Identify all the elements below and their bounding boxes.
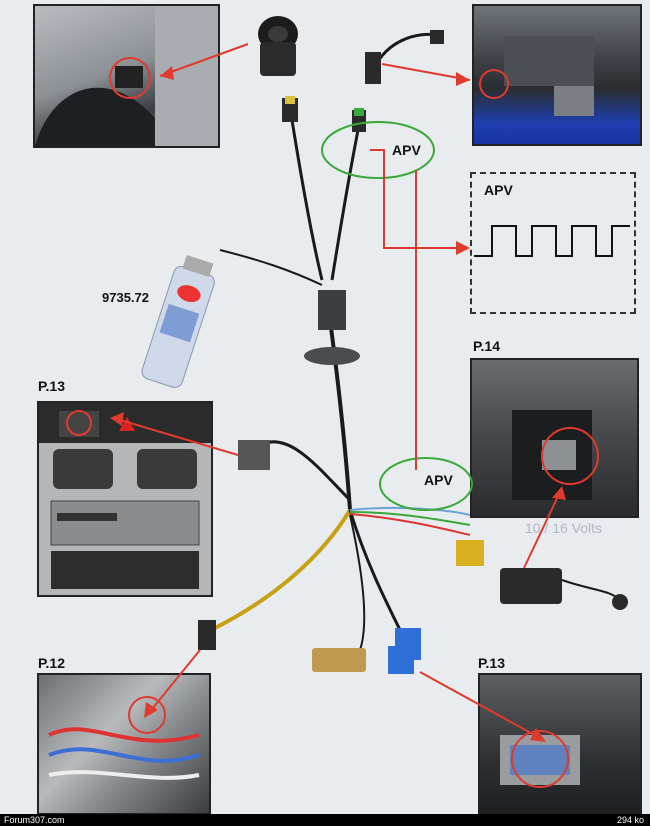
console-illustration — [512, 410, 599, 500]
siren-module-icon — [258, 16, 298, 76]
fuse-area-illustration — [500, 730, 580, 788]
photo-dashboard — [37, 401, 213, 597]
photo-engine-bay — [472, 4, 642, 146]
photo-wiring-harness — [37, 673, 211, 815]
apv-signal-box: APV — [470, 172, 636, 314]
photo-center-console — [470, 358, 639, 518]
footer-site: Forum307.com — [4, 815, 65, 825]
dashboard-illustration — [39, 403, 211, 589]
square-wave-icon — [474, 225, 630, 257]
p12-label: P.12 — [38, 655, 65, 671]
photo-fender — [33, 4, 220, 148]
part-number-label: 9735.72 — [102, 290, 149, 305]
engine-bay-illustration — [479, 36, 594, 116]
footer-size: 294 ko — [616, 815, 644, 825]
harness-illustration — [48, 696, 200, 780]
footer-bar: Forum307.com 294 ko — [0, 814, 650, 826]
p13-bottom-label: P.13 — [478, 655, 505, 671]
apv-top-label: APV — [392, 142, 421, 158]
contact-cleaner-can-icon — [141, 255, 215, 388]
apv-box-label: APV — [484, 182, 513, 198]
apv-bottom-label: APV — [424, 472, 453, 488]
photo-fuse-area — [478, 673, 642, 817]
p13-top-label: P.13 — [38, 378, 65, 394]
p14-label: P.14 — [473, 338, 500, 354]
